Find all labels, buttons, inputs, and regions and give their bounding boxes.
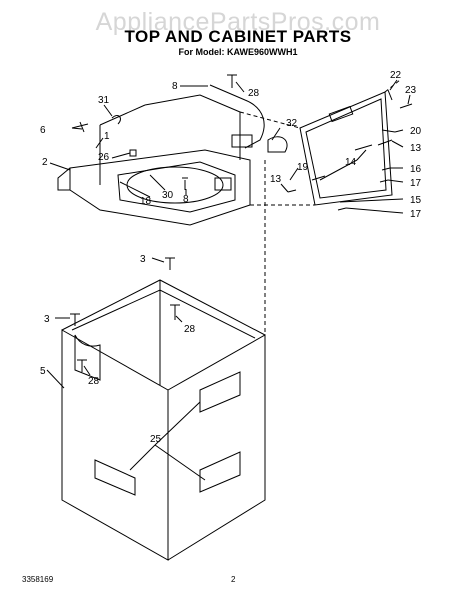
model-line: For Model: KAWE960WWH1 xyxy=(178,47,298,57)
callout-1: 1 xyxy=(104,131,110,142)
cabinet-front xyxy=(61,329,169,561)
cabinet-right-side xyxy=(167,334,266,561)
callout-15: 15 xyxy=(410,195,422,206)
callout-22: 22 xyxy=(390,70,402,81)
callout-3-lower: 3 xyxy=(44,314,50,325)
clip-6 xyxy=(71,121,89,133)
callout-14: 14 xyxy=(345,157,357,168)
callout-11: 8 xyxy=(172,81,178,92)
lid-panel-inner xyxy=(305,98,387,199)
page-number: 2 xyxy=(231,575,236,584)
callout-leaders xyxy=(46,79,411,481)
callout-28-cabinet: 28 xyxy=(184,324,196,335)
callout-28-bracket: 28 xyxy=(88,376,100,387)
top-panel-back-flange xyxy=(144,94,241,160)
top-panel-recess xyxy=(214,177,232,191)
callout-3-upper: 3 xyxy=(140,254,146,265)
top-panel-lid-opening xyxy=(117,161,236,213)
callout-5: 5 xyxy=(40,366,46,377)
top-panel-side-edge xyxy=(99,104,146,185)
callout-23: 23 xyxy=(405,85,417,96)
callout-31: 31 xyxy=(98,95,110,106)
callout-32: 32 xyxy=(286,118,298,129)
callout-30: 30 xyxy=(162,190,174,201)
screw-28-lid-switch xyxy=(227,74,237,88)
callout-28-lid-switch: 28 xyxy=(248,88,260,99)
guide-line xyxy=(239,111,301,129)
lid-switch-harness xyxy=(209,84,265,149)
bumper-22 xyxy=(387,89,393,101)
callout-17-upper: 17 xyxy=(410,178,422,189)
cabinet-panel-slot-upper xyxy=(199,371,241,413)
cabinet-inner-rim xyxy=(71,289,256,339)
callout-2: 2 xyxy=(42,157,48,168)
callout-16: 16 xyxy=(410,164,422,175)
screw-28-cabinet xyxy=(170,304,180,320)
top-panel xyxy=(69,149,251,226)
callout-numbers: 8 28 31 6 1 2 26 30 18 8 32 19 13 14 22 … xyxy=(40,70,422,445)
hinge-32 xyxy=(267,136,288,153)
doc-number: 3358169 xyxy=(22,575,54,584)
stud-8 xyxy=(182,177,188,190)
callout-6: 6 xyxy=(40,125,46,136)
pin-23 xyxy=(399,103,413,109)
hinge-13-left xyxy=(287,189,297,193)
screw-3-upper xyxy=(165,257,175,270)
grommet-26 xyxy=(129,149,137,157)
lid-handle xyxy=(328,105,354,123)
page-title: TOP AND CABINET PARTS xyxy=(124,27,352,46)
callout-26: 26 xyxy=(98,152,110,163)
callout-25: 25 xyxy=(150,434,162,445)
cabinet-panel-slot-lower xyxy=(199,451,241,493)
bumper-17-lower xyxy=(337,207,347,211)
screw-28-bracket xyxy=(77,359,87,372)
clip-31 xyxy=(111,115,121,125)
callout-13-right: 13 xyxy=(410,143,422,154)
screw-3-lower xyxy=(70,313,80,326)
watermark: AppliancePartsPros.com xyxy=(95,8,381,36)
cabinet-corner-bracket xyxy=(74,334,101,381)
callout-17-lower: 17 xyxy=(410,209,422,220)
callout-13-left: 13 xyxy=(270,174,282,185)
cabinet-top-rim xyxy=(61,279,266,336)
cabinet-front-vent xyxy=(94,459,136,496)
lid-panel xyxy=(299,91,393,206)
bumper-17-upper xyxy=(379,179,389,183)
hinge-13-right xyxy=(377,139,393,146)
top-panel-hinge-left xyxy=(57,167,71,191)
lid-switch xyxy=(231,134,253,148)
lid-hinge-mark xyxy=(311,144,373,181)
callout-20: 20 xyxy=(410,126,422,137)
callout-8: 8 xyxy=(183,194,189,205)
bumper-16 xyxy=(381,167,391,171)
spring-20 xyxy=(381,129,396,133)
callout-19: 19 xyxy=(297,162,309,173)
callout-18: 18 xyxy=(140,196,152,207)
